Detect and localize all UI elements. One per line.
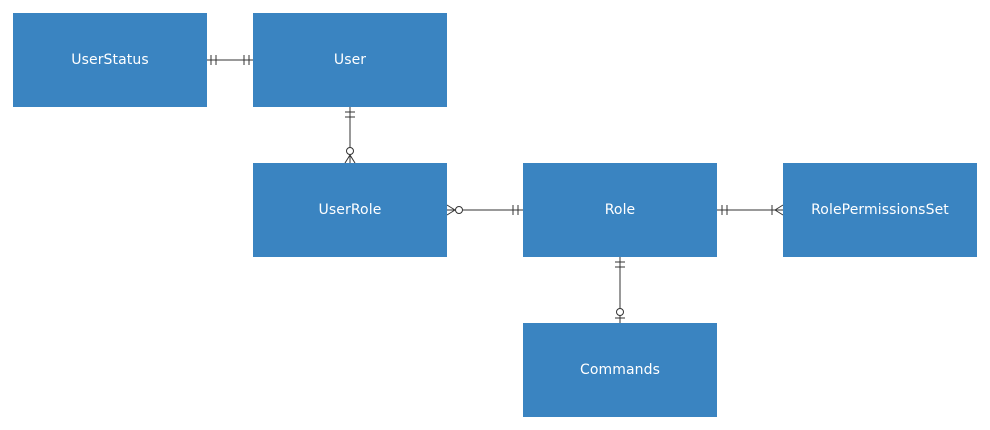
entity-role[interactable]: Role [523, 163, 717, 257]
zero-mark [616, 308, 624, 316]
entity-label: UserStatus [71, 52, 149, 68]
crow-foot [446, 209, 456, 216]
crow-foot [774, 204, 784, 211]
entity-rolepermissionsset[interactable]: RolePermissionsSet [783, 163, 977, 257]
entity-label: Role [604, 202, 636, 218]
entity-label: Commands [579, 362, 661, 378]
crow-foot [349, 154, 356, 164]
relationship-role-rolepermissionsset [717, 204, 784, 216]
zero-mark [455, 206, 463, 214]
entity-userrole[interactable]: UserRole [253, 163, 447, 257]
entity-user[interactable]: User [253, 13, 447, 107]
entity-commands[interactable]: Commands [523, 323, 717, 417]
crow-foot [344, 154, 351, 164]
relationship-userstatus-user [207, 55, 253, 65]
relationship-user-userrole [344, 107, 356, 164]
crow-foot [774, 209, 784, 216]
entity-label: UserRole [318, 202, 382, 218]
relationship-role-commands [615, 257, 625, 323]
relationship-userrole-role [446, 204, 523, 216]
entity-label: User [333, 52, 367, 68]
zero-mark [346, 147, 354, 155]
entity-userstatus[interactable]: UserStatus [13, 13, 207, 107]
entity-label: RolePermissionsSet [811, 202, 949, 218]
crow-foot [446, 204, 456, 211]
